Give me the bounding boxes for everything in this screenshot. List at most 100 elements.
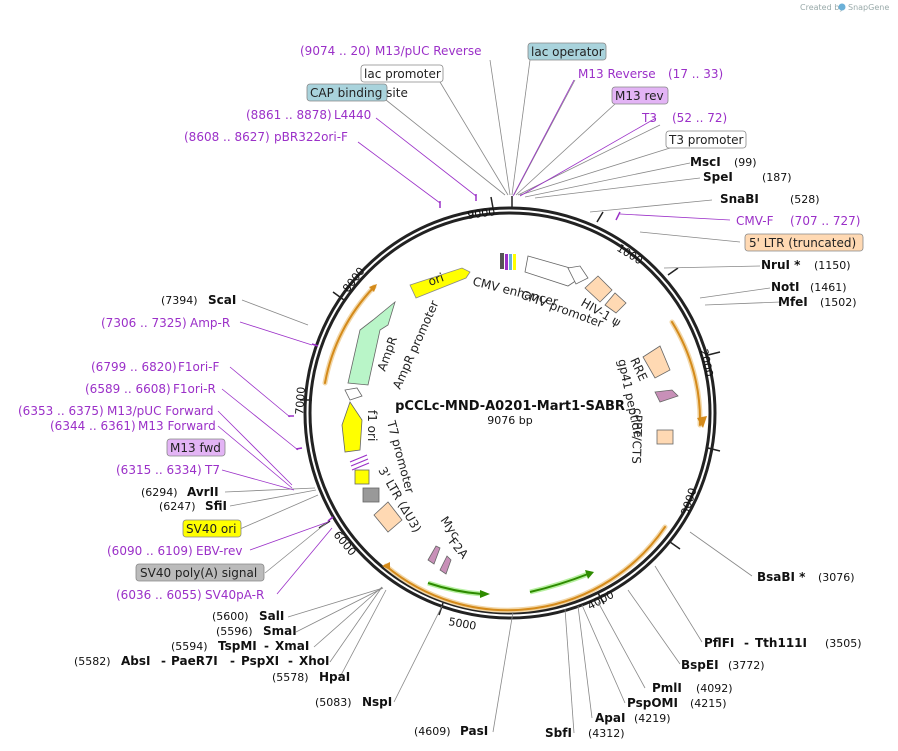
site-xmaI-name: XmaI — [275, 639, 309, 653]
site-salI-pos: (5600) — [212, 610, 249, 623]
primer-l4440-name: L4440 — [334, 108, 371, 122]
ori-arrow — [409, 267, 471, 299]
primer-ebvrev-range: (6090 .. 6109) — [107, 544, 193, 558]
site-apaI-pos: (4219) — [634, 712, 671, 725]
sv40-polya-box — [135, 563, 265, 582]
primer-f1orif-name: F1ori-F — [178, 360, 219, 374]
site-pspomi-pos: (4215) — [690, 697, 727, 710]
f2a-arrow — [439, 555, 452, 575]
site-smaI-pos: (5596) — [216, 625, 253, 638]
backbone-outer — [303, 206, 717, 620]
sv40-ori-label: SV40 ori — [186, 522, 237, 536]
site-xhoI-name: XhoI — [299, 654, 330, 668]
site-sfiI-name: SfiI — [205, 499, 227, 513]
site-scaI-name: ScaI — [208, 293, 236, 307]
orf-arcs — [322, 284, 703, 613]
tick-6000: 6000 — [331, 529, 359, 559]
primer-cmvf-range: (707 .. 727) — [790, 214, 860, 228]
primer-m13pucfwd-range: (6353 .. 6375) — [18, 404, 104, 418]
tick-9000: 9000 — [467, 205, 497, 222]
primer-l4440-range: (8861 .. 8878) — [246, 108, 332, 122]
ltr5-label: 5' LTR (truncated) — [749, 236, 856, 250]
primer-ampr-name: Amp-R — [190, 316, 230, 330]
primer-f1orir-name: F1ori-R — [173, 382, 216, 396]
site-mfeI-name: MfeI — [778, 295, 808, 309]
lac-operator-label: lac operator — [531, 45, 604, 59]
site-nruI-name: NruI * — [761, 258, 801, 272]
sv40-polya-block — [362, 487, 380, 503]
site-sbfI-name: SbfI — [545, 726, 572, 740]
primer-m13puc-rev-range: (9074 .. 20) — [300, 44, 370, 58]
primer-ticks — [288, 194, 621, 522]
primer-m13fwd-name: M13 Forward — [138, 419, 216, 433]
site-pasI-pos: (4609) — [414, 725, 451, 738]
site-notI-pos: (1461) — [810, 281, 847, 294]
f1-primer-marks — [349, 454, 370, 471]
m13-fwd-label: M13 fwd — [170, 441, 221, 455]
site-notI-name: NotI — [771, 280, 800, 294]
site-hpaI-pos: (5578) — [272, 671, 309, 684]
site-absI-sep: - — [161, 654, 166, 668]
site-tspmI-sep: - — [264, 639, 269, 653]
site-hpaI-name: HpaI — [319, 670, 350, 684]
site-bsabI-name: BsaBI * — [757, 570, 806, 584]
lac-promoter-box — [360, 64, 444, 83]
site-bsabI-pos: (3076) — [818, 571, 855, 584]
primer-cmvf-name: CMV-F — [736, 214, 774, 228]
site-salI-name: SalI — [259, 609, 284, 623]
ltr3-block — [373, 501, 403, 533]
snapgene-logo-icon — [838, 3, 846, 11]
site-pmlI-pos: (4092) — [696, 682, 733, 695]
green-cds-arrows — [427, 570, 594, 598]
ori-label: ori — [426, 270, 445, 288]
site-sfiI-pos: (6247) — [159, 500, 196, 513]
primer-t3-name: T3 — [641, 111, 657, 125]
hiv-psi-block-2 — [604, 292, 627, 314]
myc-arrow — [427, 545, 441, 565]
site-pflfI-pos: (3505) — [825, 637, 862, 650]
site-paer7I-name: PaeR7I — [171, 654, 218, 668]
primer-m13rev-name: M13 Reverse — [578, 67, 656, 81]
cmv-region — [500, 253, 589, 287]
site-nspI-name: NspI — [362, 695, 392, 709]
primer-leader-lines — [217, 79, 731, 595]
site-pspomi-name: PspOMI — [627, 696, 678, 710]
t3-promoter-box — [665, 130, 747, 149]
primer-ebvrev-name: EBV-rev — [196, 544, 242, 558]
ampr-promoter-arrow — [344, 387, 363, 401]
cmv-promoter-arrow — [567, 265, 589, 285]
primer-sv40pa-range: (6036 .. 6055) — [116, 588, 202, 602]
site-pflfI-name: PflFI — [704, 636, 734, 650]
site-mscI-name: MscI — [690, 155, 721, 169]
primer-t7-range: (6315 .. 6334) — [116, 463, 202, 477]
primer-pbr322-range: (8608 .. 8627) — [184, 130, 270, 144]
site-pasI-name: PasI — [460, 724, 488, 738]
ampr-arrow — [347, 300, 396, 386]
site-nspI-pos: (5083) — [315, 696, 352, 709]
orf-arrowhead-2 — [382, 562, 390, 570]
backbone-inner — [308, 211, 712, 615]
site-tspmI-name: TspMI — [218, 639, 257, 653]
lac-operator-box — [527, 42, 607, 61]
primer-sv40pa-name: SV40pA-R — [205, 588, 264, 602]
tick-2000: 2000 — [697, 348, 716, 378]
sv40-polya-label: SV40 poly(A) signal — [140, 566, 257, 580]
hiv-psi-block — [584, 275, 613, 303]
plasmid-name: pCCLc-MND-A0201-Mart1-SABR — [395, 399, 625, 414]
site-pspxI-sep: - — [288, 654, 293, 668]
primer-m13pucfwd-name: M13/pUC Forward — [107, 404, 214, 418]
primer-m13rev-range: (17 .. 33) — [668, 67, 723, 81]
cap-site-box — [306, 83, 388, 102]
site-speI-name: SpeI — [703, 170, 733, 184]
site-absI-pos: (5582) — [74, 655, 111, 668]
m13-fwd-box — [166, 438, 226, 457]
snapgene-brand: SnapGene — [848, 3, 889, 12]
t3-promoter-label: T3 promoter — [668, 133, 744, 147]
site-pflfI-sep: - — [744, 636, 749, 650]
site-paer7I-sep: - — [230, 654, 235, 668]
primer-m13puc-rev-name: M13/pUC Reverse — [375, 44, 482, 58]
primer-ampr-range: (7306 .. 7325) — [101, 316, 187, 330]
primer-t3-range: (52 .. 72) — [672, 111, 727, 125]
site-scaI-pos: (7394) — [161, 294, 198, 307]
